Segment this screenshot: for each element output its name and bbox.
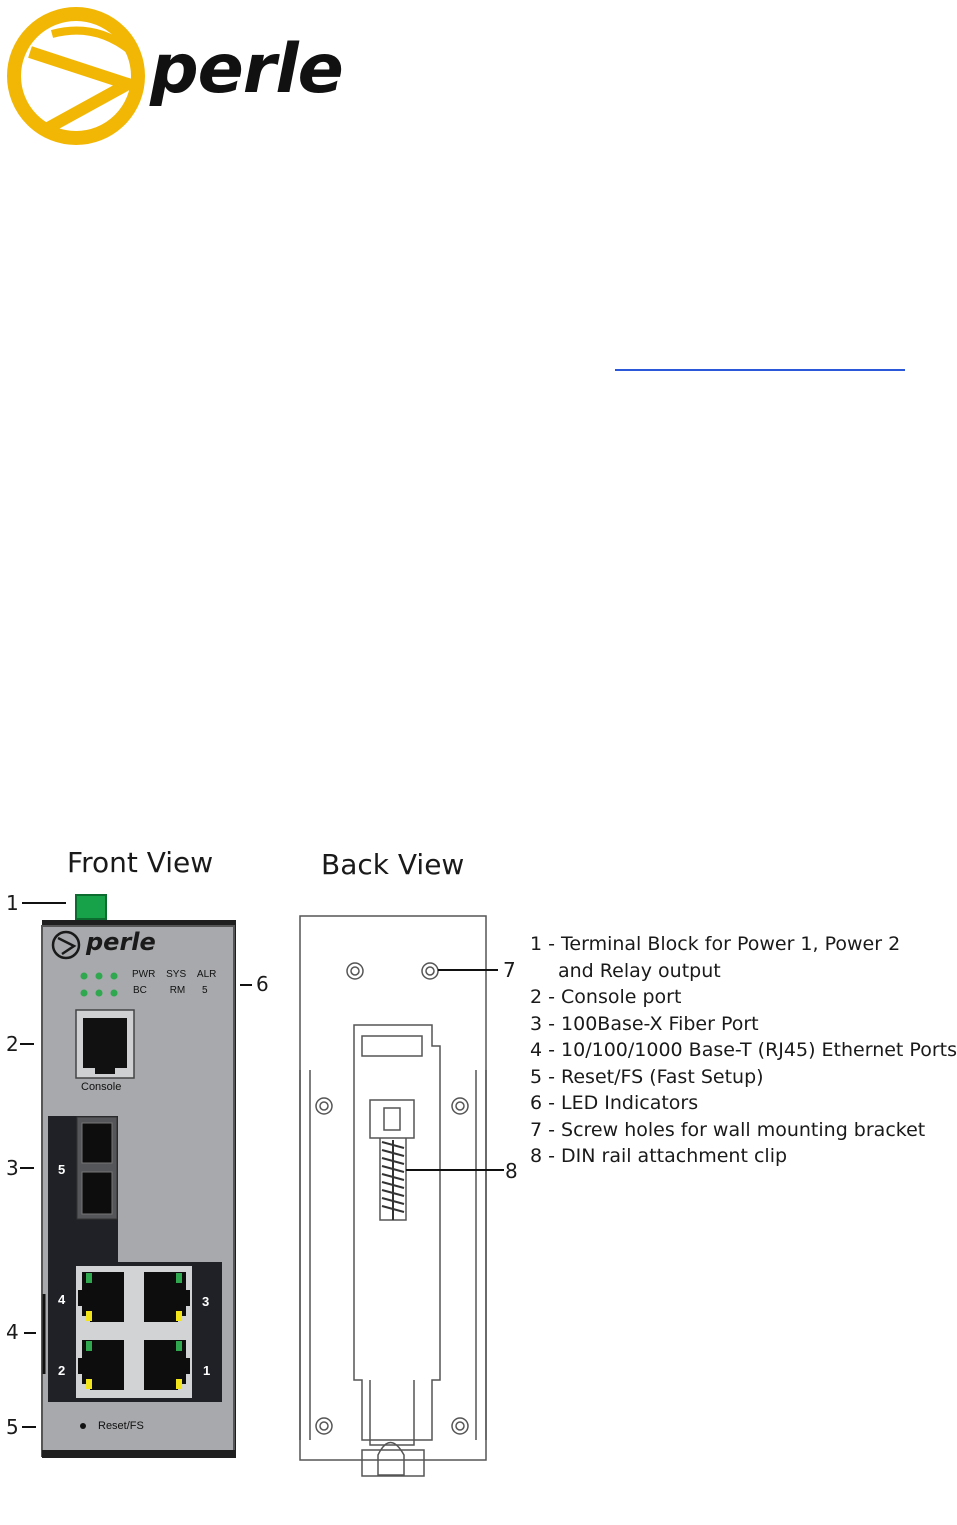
port-number-5: 5 xyxy=(58,1162,66,1177)
legend-item-2: 2 - Console port xyxy=(530,986,682,1008)
led-label-sys: SYS xyxy=(166,969,187,980)
brand-logo-text: perle xyxy=(150,30,344,109)
legend-item-8: 8 - DIN rail attachment clip xyxy=(530,1145,788,1167)
led-label-alr: ALR xyxy=(196,969,217,980)
perle-logo-icon xyxy=(7,7,145,145)
back-view-device xyxy=(290,910,530,1485)
legend-item-7: 7 - Screw holes for wall mounting bracke… xyxy=(530,1118,926,1141)
led-label-pwr: PWR xyxy=(132,969,156,980)
legend-item-1-cont: and Relay output xyxy=(558,959,721,982)
back-view-title: Back View xyxy=(321,848,465,881)
front-panel-logo: perle xyxy=(86,928,156,956)
front-view-title: Front View xyxy=(67,846,214,879)
callout-4: 4 xyxy=(6,1320,19,1344)
front-view-device: perle PWR SYS ALR BC RM 5 Console 5 4 3 … xyxy=(0,890,280,1470)
legend-item-5: 5 - Reset/FS (Fast Setup) xyxy=(530,1065,764,1088)
port-number-1: 1 xyxy=(203,1363,211,1378)
terminal-block xyxy=(75,894,107,920)
callout-6: 6 xyxy=(256,972,269,996)
legend-item-3: 3 - 100Base-X Fiber Port xyxy=(530,1012,759,1035)
led-label-bc: BC xyxy=(133,985,147,996)
reset-label: Reset/FS xyxy=(98,1420,144,1432)
led-labels-row2: BC RM 5 xyxy=(133,985,208,996)
callout-5: 5 xyxy=(6,1415,19,1439)
callout-7: 7 xyxy=(503,958,516,982)
brand-logo: perle xyxy=(0,0,345,150)
callout-1: 1 xyxy=(6,891,19,915)
front-panel-drawing xyxy=(20,894,252,1458)
callout-3: 3 xyxy=(6,1156,19,1180)
back-panel-drawing xyxy=(299,915,504,1477)
legend-item-6: 6 - LED Indicators xyxy=(530,1092,699,1114)
callout-8: 8 xyxy=(505,1159,518,1183)
port-number-4: 4 xyxy=(58,1292,66,1307)
link-underline[interactable] xyxy=(615,369,905,371)
component-legend: 1 - Terminal Block for Power 1, Power 2 … xyxy=(530,931,957,1170)
legend-item-4: 4 - 10/100/1000 Base-T (RJ45) Ethernet P… xyxy=(530,1039,957,1061)
callout-2: 2 xyxy=(6,1032,19,1056)
led-label-rm: RM xyxy=(169,985,186,996)
console-label: Console xyxy=(81,1081,122,1093)
port-number-2: 2 xyxy=(58,1363,66,1378)
legend-item-1: 1 - Terminal Block for Power 1, Power 2 xyxy=(530,933,901,955)
led-labels-row1: PWR SYS ALR xyxy=(132,969,216,980)
port-number-3: 3 xyxy=(202,1294,210,1309)
led-label-5: 5 xyxy=(202,985,208,996)
